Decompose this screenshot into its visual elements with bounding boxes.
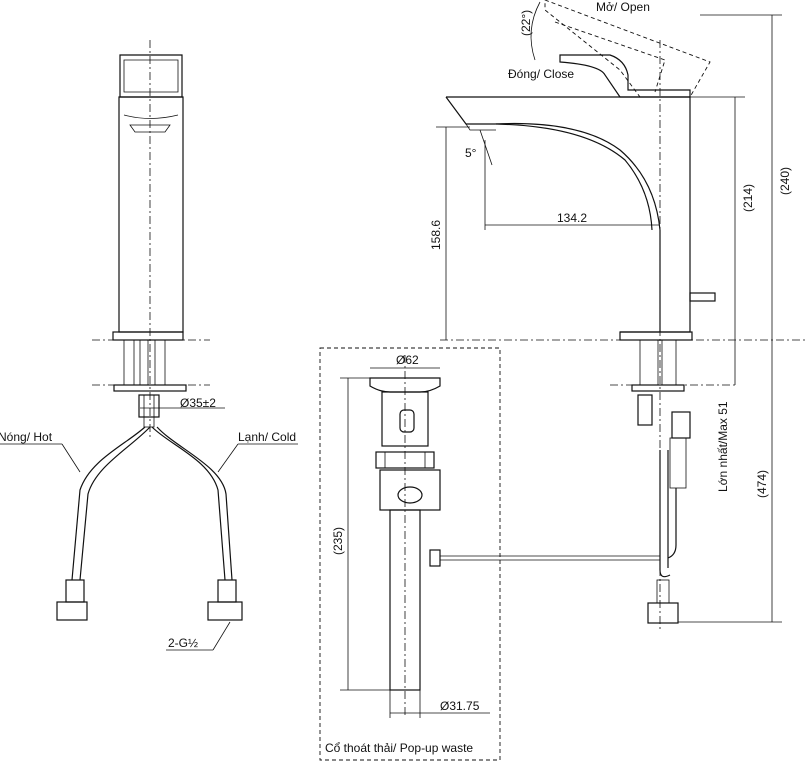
below-deck-dim: (474) — [755, 470, 769, 498]
thread-callout — [166, 621, 231, 651]
total-height-dim: (240) — [778, 167, 792, 195]
hole-dia-label: Ø35±2 — [180, 396, 216, 410]
lever-angle-label: (22°) — [519, 10, 533, 36]
cold-callout — [217, 443, 298, 473]
spout-reach-dim: 134.2 — [557, 211, 587, 225]
cold-label: Lạnh/ Cold — [238, 430, 296, 444]
waste-top-dia-dim: Ø62 — [396, 353, 419, 367]
close-label: Đóng/ Close — [508, 67, 574, 81]
spout-angle-label: 5° — [465, 146, 477, 160]
front-view — [56, 40, 243, 621]
popup-caption: Cổ thoát thải/ Pop-up waste — [325, 741, 473, 755]
popup-waste — [319, 347, 501, 761]
open-label: Mở/ Open — [596, 0, 650, 14]
hot-label: Nóng/ Hot — [0, 430, 53, 444]
spout-height-dim: 158.6 — [429, 220, 443, 250]
hot-callout — [0, 443, 81, 473]
side-dimensions — [436, 1, 782, 623]
body-height-dim: (214) — [741, 184, 755, 212]
waste-tail-dia-dim: Ø31.75 — [440, 699, 480, 713]
max-thickness-label: Lớn nhất/Max 51 — [716, 401, 730, 492]
side-view — [440, 0, 808, 630]
waste-length-dim: (235) — [331, 527, 345, 555]
thread-label: 2-G½ — [168, 636, 198, 650]
